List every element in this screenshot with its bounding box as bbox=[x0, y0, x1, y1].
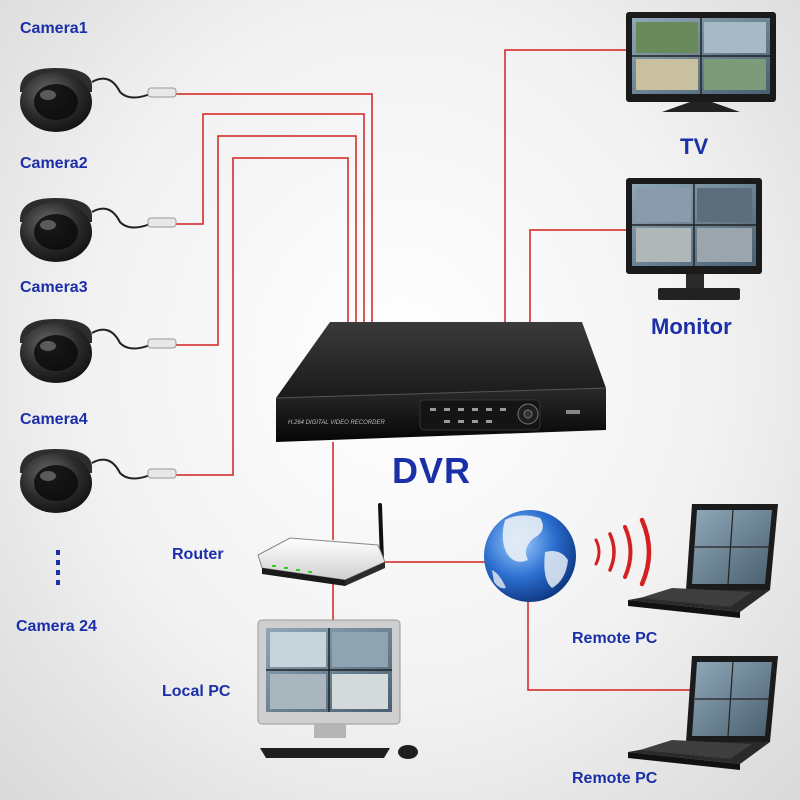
dome-camera-icon bbox=[20, 449, 177, 513]
link-camera4-dvr bbox=[175, 157, 349, 476]
tv-label: TV bbox=[680, 134, 709, 159]
tv-icon bbox=[626, 12, 776, 112]
link-dvr-tv bbox=[504, 49, 628, 322]
dome-camera-icon bbox=[20, 198, 177, 262]
camera2-label: Camera2 bbox=[20, 155, 88, 172]
remote-pc-1-label: Remote PC bbox=[572, 630, 658, 647]
remote-pc-2-label: Remote PC bbox=[572, 770, 658, 787]
laptop-icon bbox=[628, 504, 778, 618]
link-internet-remotepc2 bbox=[527, 595, 692, 691]
monitor-label: Monitor bbox=[651, 314, 732, 339]
laptop-icon bbox=[628, 656, 778, 770]
dvr-front-text: H.264 DIGITAL VIDEO RECORDER bbox=[288, 420, 385, 426]
router-label: Router bbox=[172, 546, 224, 563]
monitor-icon bbox=[626, 178, 762, 300]
connection-lines bbox=[175, 49, 692, 691]
dome-camera-icon bbox=[20, 68, 177, 132]
dvr-label: DVR bbox=[392, 450, 472, 491]
camera4-label: Camera4 bbox=[20, 411, 88, 428]
camera-3 bbox=[20, 319, 177, 383]
camera-2 bbox=[20, 198, 177, 262]
globe-icon bbox=[484, 510, 576, 602]
wireless-signal-icon bbox=[594, 517, 652, 587]
link-camera2-dvr bbox=[175, 113, 365, 325]
camera-1 bbox=[20, 68, 177, 132]
local-pc-label: Local PC bbox=[162, 683, 231, 700]
dome-camera-icon bbox=[20, 319, 177, 383]
link-camera3-dvr bbox=[175, 135, 357, 346]
camera3-label: Camera3 bbox=[20, 279, 88, 296]
desktop-pc-icon bbox=[257, 619, 418, 759]
camera1-label: Camera1 bbox=[20, 20, 88, 37]
camera-4 bbox=[20, 449, 177, 513]
link-dvr-monitor bbox=[529, 229, 628, 322]
more-cameras-dots bbox=[56, 550, 60, 585]
router-icon bbox=[257, 503, 386, 586]
link-camera1-dvr bbox=[175, 93, 373, 325]
camera24-label: Camera 24 bbox=[16, 618, 97, 635]
dvr-icon: H.264 DIGITAL VIDEO RECORDER bbox=[275, 322, 607, 442]
